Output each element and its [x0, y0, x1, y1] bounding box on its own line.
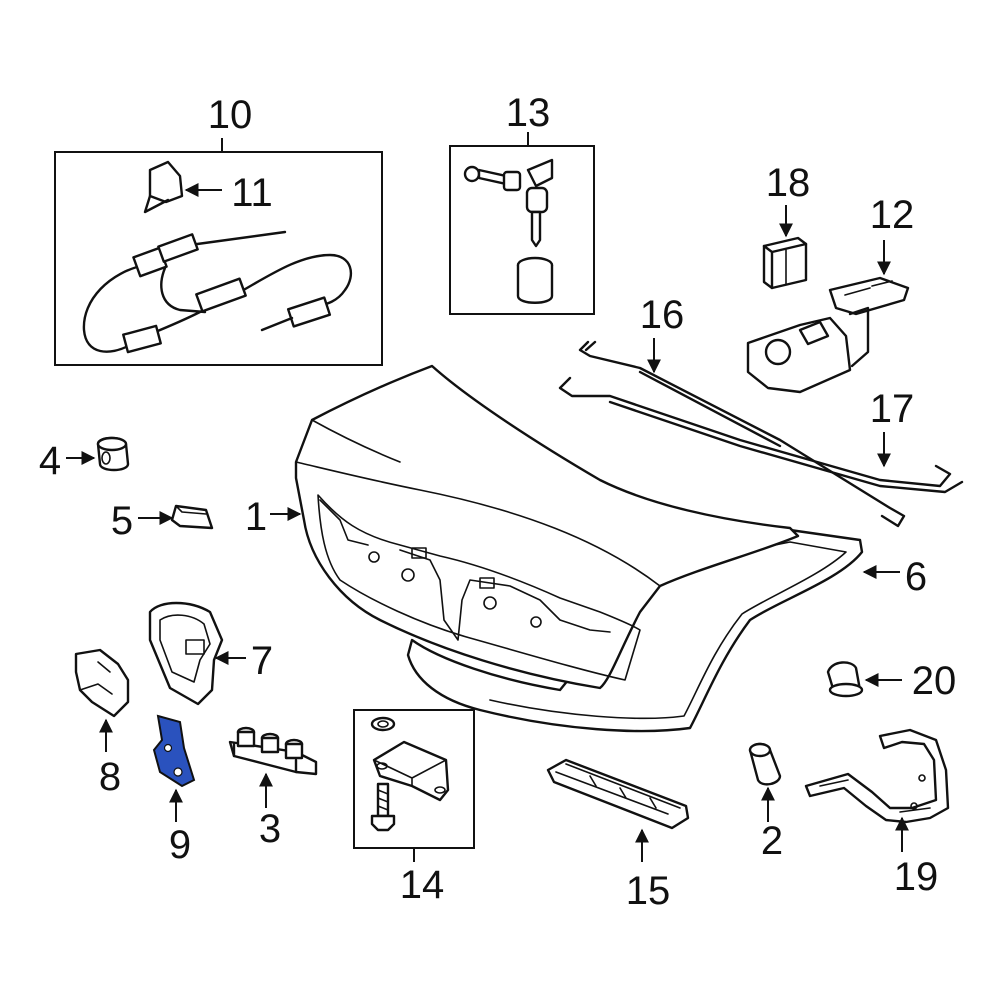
callout-2: 2 — [761, 819, 783, 863]
callout-7: 7 — [251, 639, 273, 683]
callout-6: 6 — [905, 555, 927, 599]
callout-labels: 1 2 3 4 5 6 7 8 9 10 11 12 13 14 15 16 1… — [39, 91, 956, 913]
part-7-cover — [148, 601, 246, 706]
harness-connector-b — [157, 233, 199, 263]
box-10-frame — [54, 151, 383, 366]
callout-9: 9 — [169, 823, 191, 867]
box-14-sensor-group — [353, 709, 475, 862]
part-6-seal — [406, 528, 864, 733]
callout-11: 11 — [231, 171, 273, 215]
callout-10: 10 — [208, 93, 253, 137]
box-13-lock-group — [449, 132, 595, 315]
harness-pin — [260, 316, 294, 332]
callout-17: 17 — [870, 387, 915, 431]
key-ring-1 — [463, 165, 481, 183]
callout-14: 14 — [400, 863, 445, 907]
lock-cylinder-body — [516, 265, 554, 304]
rod-17 — [558, 376, 952, 488]
harness-branch — [160, 266, 207, 314]
part-9-stay-highlighted — [152, 714, 196, 822]
key-head-2 — [525, 186, 549, 214]
rod-16 — [578, 340, 906, 528]
callout-5: 5 — [111, 499, 133, 543]
harness-connector-c — [195, 277, 247, 313]
callout-12: 12 — [870, 193, 915, 237]
part-11-clip-tab — [143, 194, 170, 214]
harness-lead — [188, 230, 287, 247]
callout-13: 13 — [506, 91, 551, 135]
part-9-shape — [152, 714, 196, 788]
part-20-grommet — [826, 661, 902, 698]
part-11-clip — [148, 160, 184, 204]
callout-3: 3 — [259, 807, 281, 851]
part-18-block — [762, 205, 808, 290]
callout-19: 19 — [894, 855, 939, 899]
callout-1: 1 — [245, 495, 267, 539]
callout-16: 16 — [640, 293, 685, 337]
key-blade-2 — [530, 210, 542, 248]
harness-connector-d — [122, 324, 162, 354]
box-13-frame — [449, 145, 595, 315]
part-3-switch — [228, 726, 318, 808]
callout-8: 8 — [99, 755, 121, 799]
part-8-bracket — [74, 648, 130, 752]
part-1-trunk-lid — [294, 364, 800, 690]
part-19-hinge — [804, 728, 950, 852]
harness-connector-e — [286, 296, 332, 328]
part-5-pad — [138, 504, 214, 530]
callout-4: 4 — [39, 439, 61, 483]
box-10-harness-group — [54, 138, 383, 366]
parts-16-17-rods — [558, 338, 964, 528]
trunk-lid-group — [270, 364, 900, 733]
part-15-handle — [546, 758, 690, 862]
part-2-stop — [748, 742, 782, 822]
key-tag — [526, 158, 554, 188]
lid-inner-panel — [317, 494, 641, 681]
callout-18: 18 — [766, 161, 811, 205]
callout-15: 15 — [626, 869, 671, 913]
part-4-bumper — [66, 436, 130, 472]
callout-20: 20 — [912, 659, 957, 703]
part-12-latch — [746, 240, 910, 394]
key-head-1 — [502, 170, 522, 192]
